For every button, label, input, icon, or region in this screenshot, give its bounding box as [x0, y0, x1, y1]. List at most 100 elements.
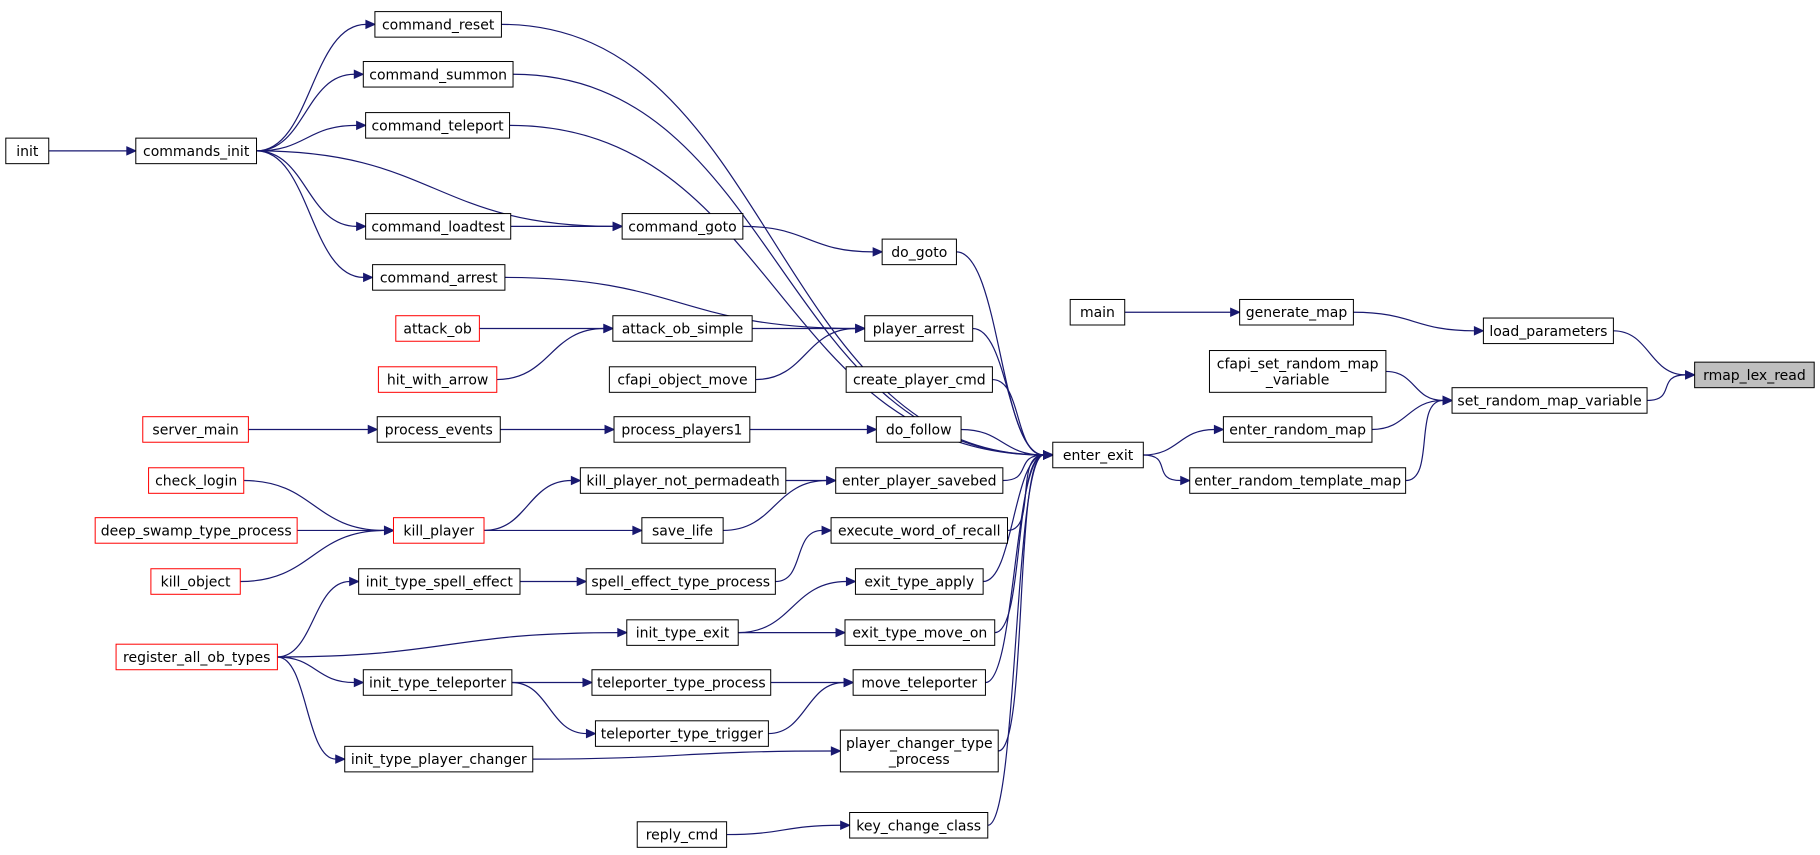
- node-command-teleport[interactable]: command_teleport: [365, 112, 511, 139]
- node-cfapi-set-random-map-variable[interactable]: cfapi_set_random_map_variable: [1208, 350, 1387, 393]
- node-command-loadtest[interactable]: command_loadtest: [365, 213, 512, 240]
- node-box: [1189, 467, 1407, 494]
- node-spell-effect-type-process[interactable]: spell_effect_type_process: [585, 568, 776, 595]
- node-process-players1[interactable]: process_players1: [613, 416, 751, 443]
- edge-commands-init-to-command-arrest: [256, 150, 374, 283]
- node-init-type-teleporter[interactable]: init_type_teleporter: [362, 669, 513, 696]
- edge-enter-exit-to-enter-random-map: [1143, 424, 1225, 456]
- edge-command-teleport-to-enter-exit: [509, 124, 1054, 460]
- edge-line: [1143, 428, 1215, 456]
- node-kill-object[interactable]: kill_object: [150, 568, 241, 595]
- node-enter-exit[interactable]: enter_exit: [1052, 441, 1144, 469]
- node-save-life[interactable]: save_life: [641, 517, 724, 544]
- node-box: [1482, 317, 1614, 345]
- node-label: command_teleport: [371, 118, 504, 134]
- node-label: init: [16, 144, 39, 160]
- node-attack-ob-simple[interactable]: attack_ob_simple: [612, 315, 753, 342]
- edge-register-all-ob-types-to-init-type-player-changer: [277, 656, 346, 764]
- edge-line: [256, 150, 364, 279]
- node-register-all-ob-types[interactable]: register_all_ob_types: [115, 643, 278, 671]
- function-nodes: init commands_init command_reset command_su…: [5, 11, 1815, 848]
- node-set-random-map-variable[interactable]: set_random_map_variable: [1451, 387, 1648, 414]
- edge-arrowhead: [353, 69, 365, 80]
- edge-line: [1371, 399, 1444, 431]
- node-generate-map[interactable]: generate_map: [1239, 298, 1354, 326]
- edge-arrowhead: [585, 728, 597, 739]
- node-label: deep_swamp_type_process: [101, 523, 292, 539]
- node-box: [150, 568, 241, 595]
- node-enter-random-map[interactable]: enter_random_map: [1222, 416, 1373, 443]
- node-teleporter-type-trigger[interactable]: teleporter_type_trigger: [594, 720, 769, 747]
- node-box: [612, 315, 753, 342]
- node-command-goto[interactable]: command_goto: [621, 213, 744, 240]
- node-command-summon[interactable]: command_summon: [362, 61, 514, 88]
- node-enter-player-savebed[interactable]: enter_player_savebed: [835, 467, 1004, 494]
- node-label: execute_word_of_recall: [838, 523, 1001, 539]
- node-player-arrest[interactable]: player_arrest: [864, 315, 974, 342]
- node-reply-cmd[interactable]: reply_cmd: [636, 821, 728, 848]
- node-label: create_player_cmd: [853, 373, 986, 389]
- node-label: cfapi_set_random_map: [1217, 356, 1379, 372]
- node-box: [94, 517, 298, 544]
- node-label: hit_with_arrow: [387, 373, 489, 389]
- edge-commands-init-to-command-summon: [256, 69, 365, 152]
- edge-line: [775, 529, 823, 583]
- node-label: do_follow: [886, 422, 952, 438]
- node-enter-random-template-map[interactable]: enter_random_template_map: [1189, 467, 1407, 494]
- node-box: [344, 745, 534, 773]
- node-box: [395, 315, 480, 342]
- edge-commands-init-to-command-teleport: [256, 120, 367, 152]
- node-rmap-lex-read[interactable]: rmap_lex_read: [1694, 361, 1815, 389]
- node-deep-swamp-type-process[interactable]: deep_swamp_type_process: [94, 517, 298, 544]
- node-box: [115, 643, 278, 671]
- node-commands-init[interactable]: commands_init: [135, 137, 258, 165]
- node-cfapi-object-move[interactable]: cfapi_object_move: [608, 366, 757, 393]
- node-exit-type-apply[interactable]: exit_type_apply: [854, 568, 984, 595]
- node-do-follow[interactable]: do_follow: [875, 416, 962, 443]
- node-attack-ob[interactable]: attack_ob: [395, 315, 480, 342]
- edge-main-to-generate-map: [1124, 307, 1241, 318]
- node-box: [372, 264, 506, 291]
- edge-arrowhead: [365, 19, 377, 30]
- node-create-player-cmd[interactable]: create_player_cmd: [845, 366, 993, 393]
- edge-line: [256, 124, 357, 152]
- node-command-reset[interactable]: command_reset: [374, 11, 502, 38]
- node-move-teleporter[interactable]: move_teleporter: [852, 669, 986, 696]
- node-hit-with-arrow[interactable]: hit_with_arrow: [377, 366, 498, 393]
- node-label: process_players1: [621, 422, 742, 438]
- node-execute-word-of-recall[interactable]: execute_word_of_recall: [830, 517, 1008, 544]
- node-check-login[interactable]: check_login: [148, 467, 245, 494]
- node-teleporter-type-process[interactable]: teleporter_type_process: [591, 669, 772, 696]
- node-box: [392, 517, 485, 544]
- edge-line: [277, 631, 618, 658]
- node-server-main[interactable]: server_main: [142, 416, 249, 443]
- edge-attack-ob-to-attack-ob-simple: [479, 323, 615, 334]
- node-box: [636, 821, 728, 848]
- node-player-changer-type-process[interactable]: player_changer_type_process: [839, 729, 999, 773]
- node-init-type-player-changer[interactable]: init_type_player_changer: [344, 745, 534, 773]
- edge-line: [985, 454, 1044, 684]
- edge-register-all-ob-types-to-init-type-spell-effect: [277, 576, 360, 658]
- node-process-events[interactable]: process_events: [376, 416, 501, 443]
- edge-line: [532, 750, 832, 760]
- edge-line: [992, 378, 1044, 456]
- node-kill-player[interactable]: kill_player: [392, 517, 485, 544]
- node-main[interactable]: main: [1069, 298, 1126, 326]
- node-key-change-class[interactable]: key_change_class: [849, 812, 989, 839]
- node-kill-player-not-permadeath[interactable]: kill_player_not_permadeath: [579, 467, 787, 494]
- node-load-parameters[interactable]: load_parameters: [1482, 317, 1614, 345]
- node-init-type-spell-effect[interactable]: init_type_spell_effect: [358, 568, 521, 595]
- node-label: command_reset: [382, 17, 495, 33]
- edge-init-type-spell-effect-to-spell-effect-type-process: [520, 576, 588, 587]
- node-command-arrest[interactable]: command_arrest: [372, 264, 506, 291]
- edge-arrowhead: [349, 576, 360, 587]
- edge-line: [983, 454, 1044, 583]
- node-do-goto[interactable]: do_goto: [881, 238, 957, 266]
- node-box: [839, 729, 999, 773]
- node-label: key_change_class: [856, 818, 981, 834]
- node-init[interactable]: init: [5, 137, 50, 165]
- node-box: [1451, 387, 1648, 414]
- node-init-type-exit[interactable]: init_type_exit: [626, 619, 739, 646]
- node-exit-type-move-on[interactable]: exit_type_move_on: [844, 619, 996, 646]
- node-label: player_arrest: [873, 321, 965, 337]
